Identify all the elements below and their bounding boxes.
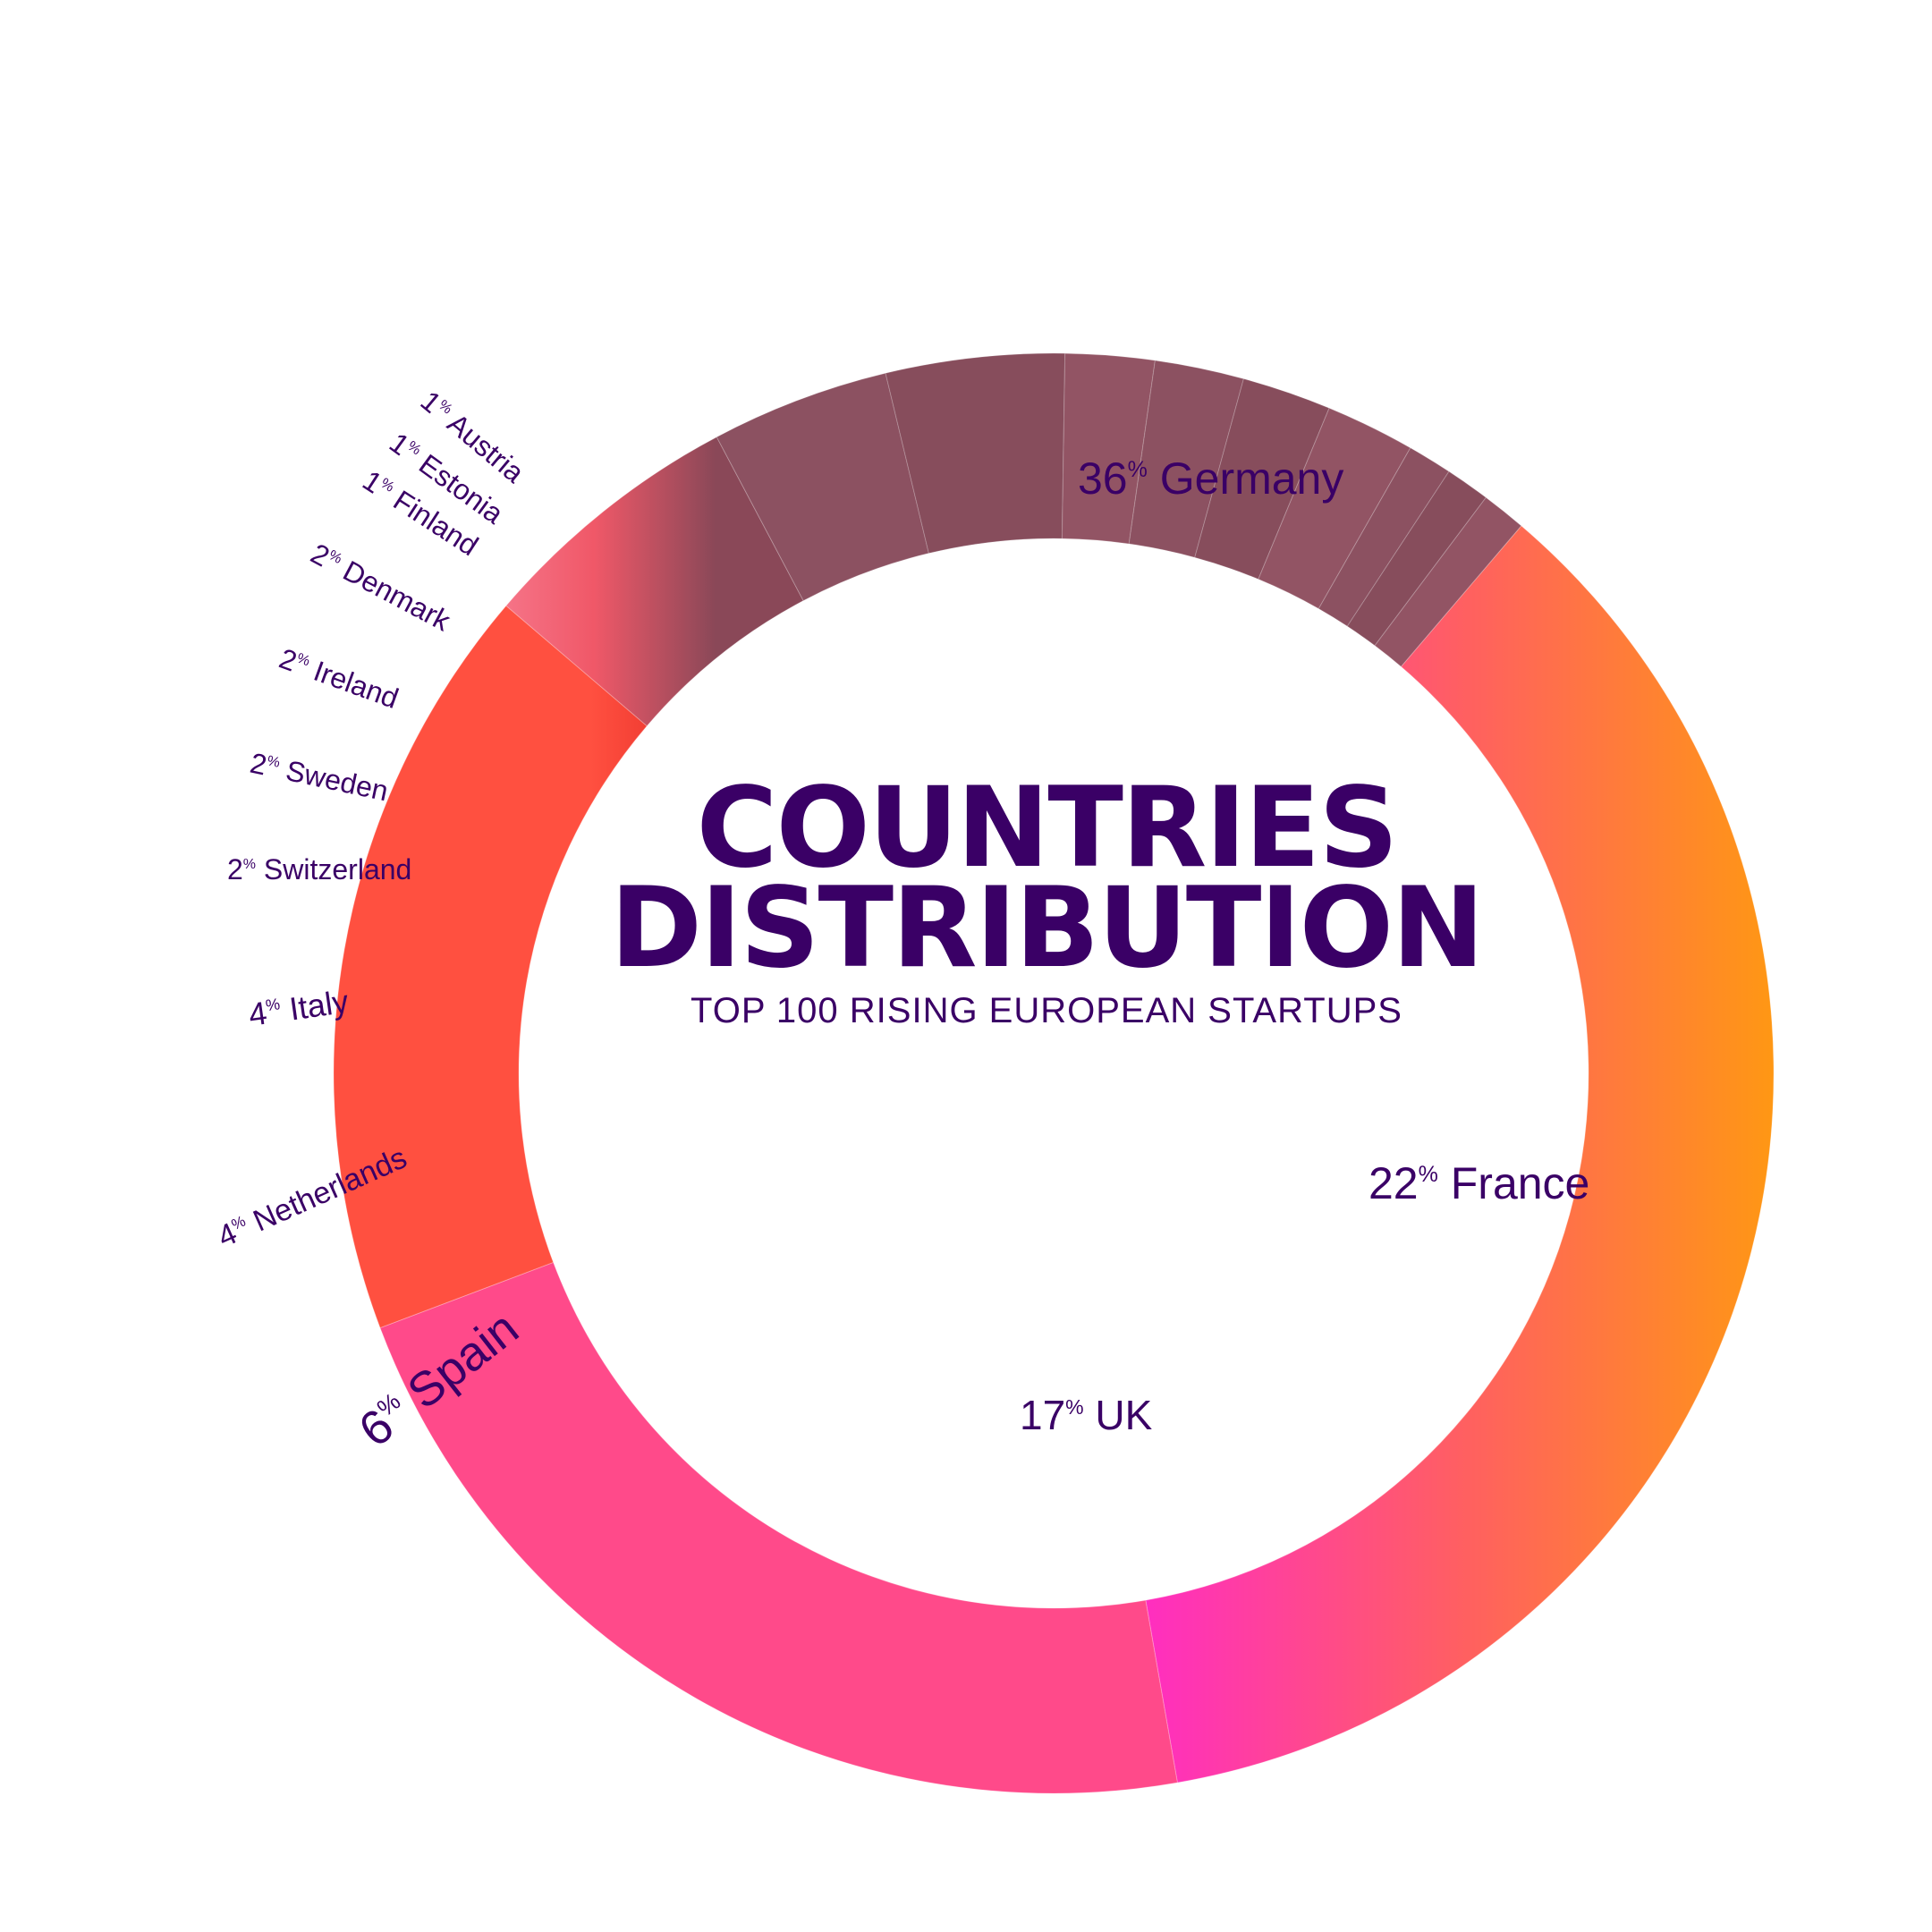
label-name-germany: Germany <box>1148 453 1344 504</box>
label-percent-uk: % <box>1065 1395 1083 1419</box>
slice-shade-estonia <box>1347 471 1487 646</box>
slice-netherlands <box>716 372 930 602</box>
label-percent-france: % <box>1419 1162 1438 1187</box>
label-percent-ireland: % <box>294 651 311 670</box>
label-name-uk: UK <box>1084 1392 1153 1438</box>
slice-italy <box>885 352 1066 555</box>
slice-uk <box>333 605 648 1329</box>
donut-slices <box>333 352 1775 1794</box>
label-value-germany: 36 <box>1078 453 1128 504</box>
label-ireland: 2% Ireland <box>275 642 403 715</box>
chart-subtitle: TOP 100 RISING EUROPEAN STARTUPS <box>691 991 1402 1030</box>
label-percent-sweden: % <box>266 753 281 771</box>
label-denmark: 2% Denmark <box>306 537 457 637</box>
slice-ireland <box>1194 377 1330 580</box>
label-value-switzerland: 2 <box>227 853 243 886</box>
chart-title: COUNTRIES DISTRIBUTION <box>0 764 1932 993</box>
label-name-ireland: Ireland <box>302 652 403 715</box>
chart-title-line1: COUNTRIES <box>696 764 1398 893</box>
label-france: 22% France <box>1368 1158 1589 1208</box>
label-percent-italy: % <box>265 995 282 1014</box>
label-uk: 17% UK <box>1020 1392 1153 1438</box>
slice-denmark <box>1258 407 1411 610</box>
label-name-denmark: Denmark <box>331 550 456 637</box>
label-percent-germany: % <box>1128 457 1148 482</box>
slice-shade-denmark <box>1258 408 1411 609</box>
slice-shade-ireland <box>1194 378 1330 580</box>
label-switzerland: 2% Switzerland <box>227 853 411 886</box>
slice-shade-france <box>379 1262 1178 1794</box>
slice-shade-finland <box>1318 447 1449 627</box>
label-value-france: 22 <box>1368 1158 1419 1208</box>
slice-austria <box>1374 496 1522 667</box>
slice-shade-austria <box>1375 497 1521 667</box>
slice-estonia <box>1346 470 1487 647</box>
chart-title-line2: DISTRIBUTION <box>610 864 1485 993</box>
label-name-france: France <box>1438 1158 1590 1208</box>
label-percent-denmark: % <box>326 547 344 567</box>
slice-shade-netherlands <box>716 373 929 601</box>
label-value-uk: 17 <box>1020 1392 1065 1438</box>
slice-shade-sweden <box>1129 360 1244 558</box>
label-percent-netherlands: % <box>229 1213 249 1234</box>
label-name-switzerland: Switzerland <box>256 853 411 886</box>
label-percent-switzerland: % <box>243 857 256 872</box>
slice-shade-italy <box>886 353 1065 554</box>
slice-germany <box>1145 525 1775 1784</box>
label-germany: 36% Germany <box>1078 453 1343 504</box>
slice-shade-switzerland <box>1062 353 1156 544</box>
